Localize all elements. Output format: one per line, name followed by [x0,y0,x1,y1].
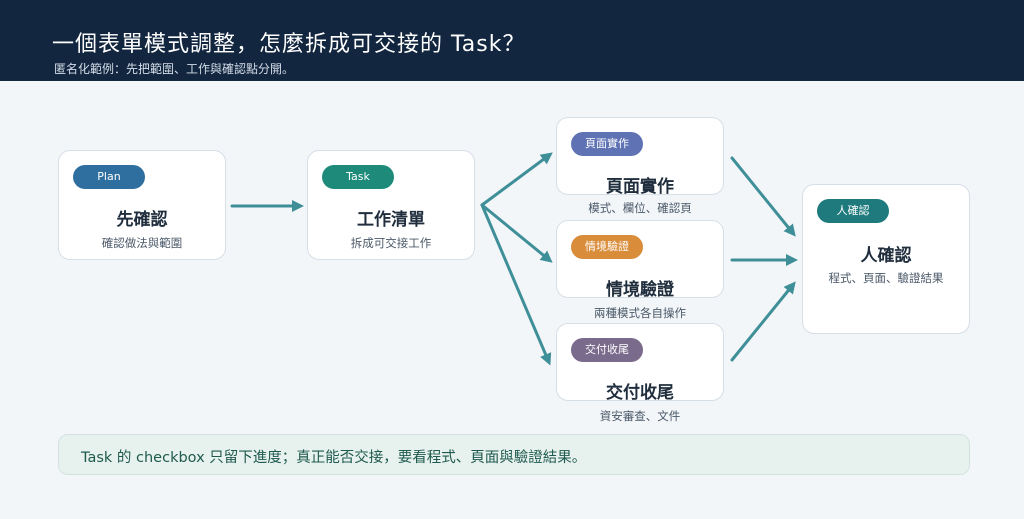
plan-badge: Plan [73,165,145,189]
handoff-title: 交付收尾 [606,383,674,403]
review-badge: 人確認 [817,199,889,223]
node-review: 人確認 人確認 程式、頁面、驗證結果 [802,184,970,334]
arrow-task-to-page [480,152,553,207]
task-badge: Task [322,165,394,189]
arrow-task-to-handoff [480,203,552,366]
plan-subtitle: 確認做法與範圍 [101,236,183,250]
page-title: 一個表單模式調整，怎麼拆成可交接的 Task？ [52,32,526,57]
arrow-handoff-to-review [730,281,796,362]
node-page: 頁面實作 頁面實作 [556,117,724,197]
node-handoff: 交付收尾 交付收尾 [556,323,724,403]
task-subtitle: 拆成可交接工作 [350,236,432,250]
node-task: Task 工作清單 拆成可交接工作 [307,150,475,260]
arrow-task-to-scenario [480,203,553,263]
handoff-caption: 資安審查、文件 [599,409,681,423]
task-title: 工作清單 [357,210,425,230]
header-bar: 一個表單模式調整，怎麼拆成可交接的 Task？ 匿名化範例：先把範圍、工作與確認… [0,0,1024,81]
page-subtitle: 匿名化範例：先把範圍、工作與確認點分開。 [54,62,295,76]
footer-note: Task 的 checkbox 只留下進度；真正能否交接，要看程式、頁面與驗證結… [81,450,587,466]
plan-title: 先確認 [116,210,168,230]
handoff-badge: 交付收尾 [571,338,643,362]
arrow-page-to-review [730,156,796,237]
scenario-badge: 情境驗證 [571,235,643,259]
page-badge: 頁面實作 [571,132,643,156]
node-scenario: 情境驗證 情境驗證 [556,220,724,300]
review-subtitle: 程式、頁面、驗證結果 [828,271,944,285]
scenario-caption: 兩種模式各自操作 [594,306,686,320]
scenario-title: 情境驗證 [606,280,674,300]
footer-note-box: Task 的 checkbox 只留下進度；真正能否交接，要看程式、頁面與驗證結… [58,434,970,475]
page-caption: 模式、欄位、確認頁 [588,201,692,215]
node-plan: Plan 先確認 確認做法與範圍 [58,150,226,260]
page-title-node: 頁面實作 [606,177,674,197]
review-title: 人確認 [860,246,912,266]
